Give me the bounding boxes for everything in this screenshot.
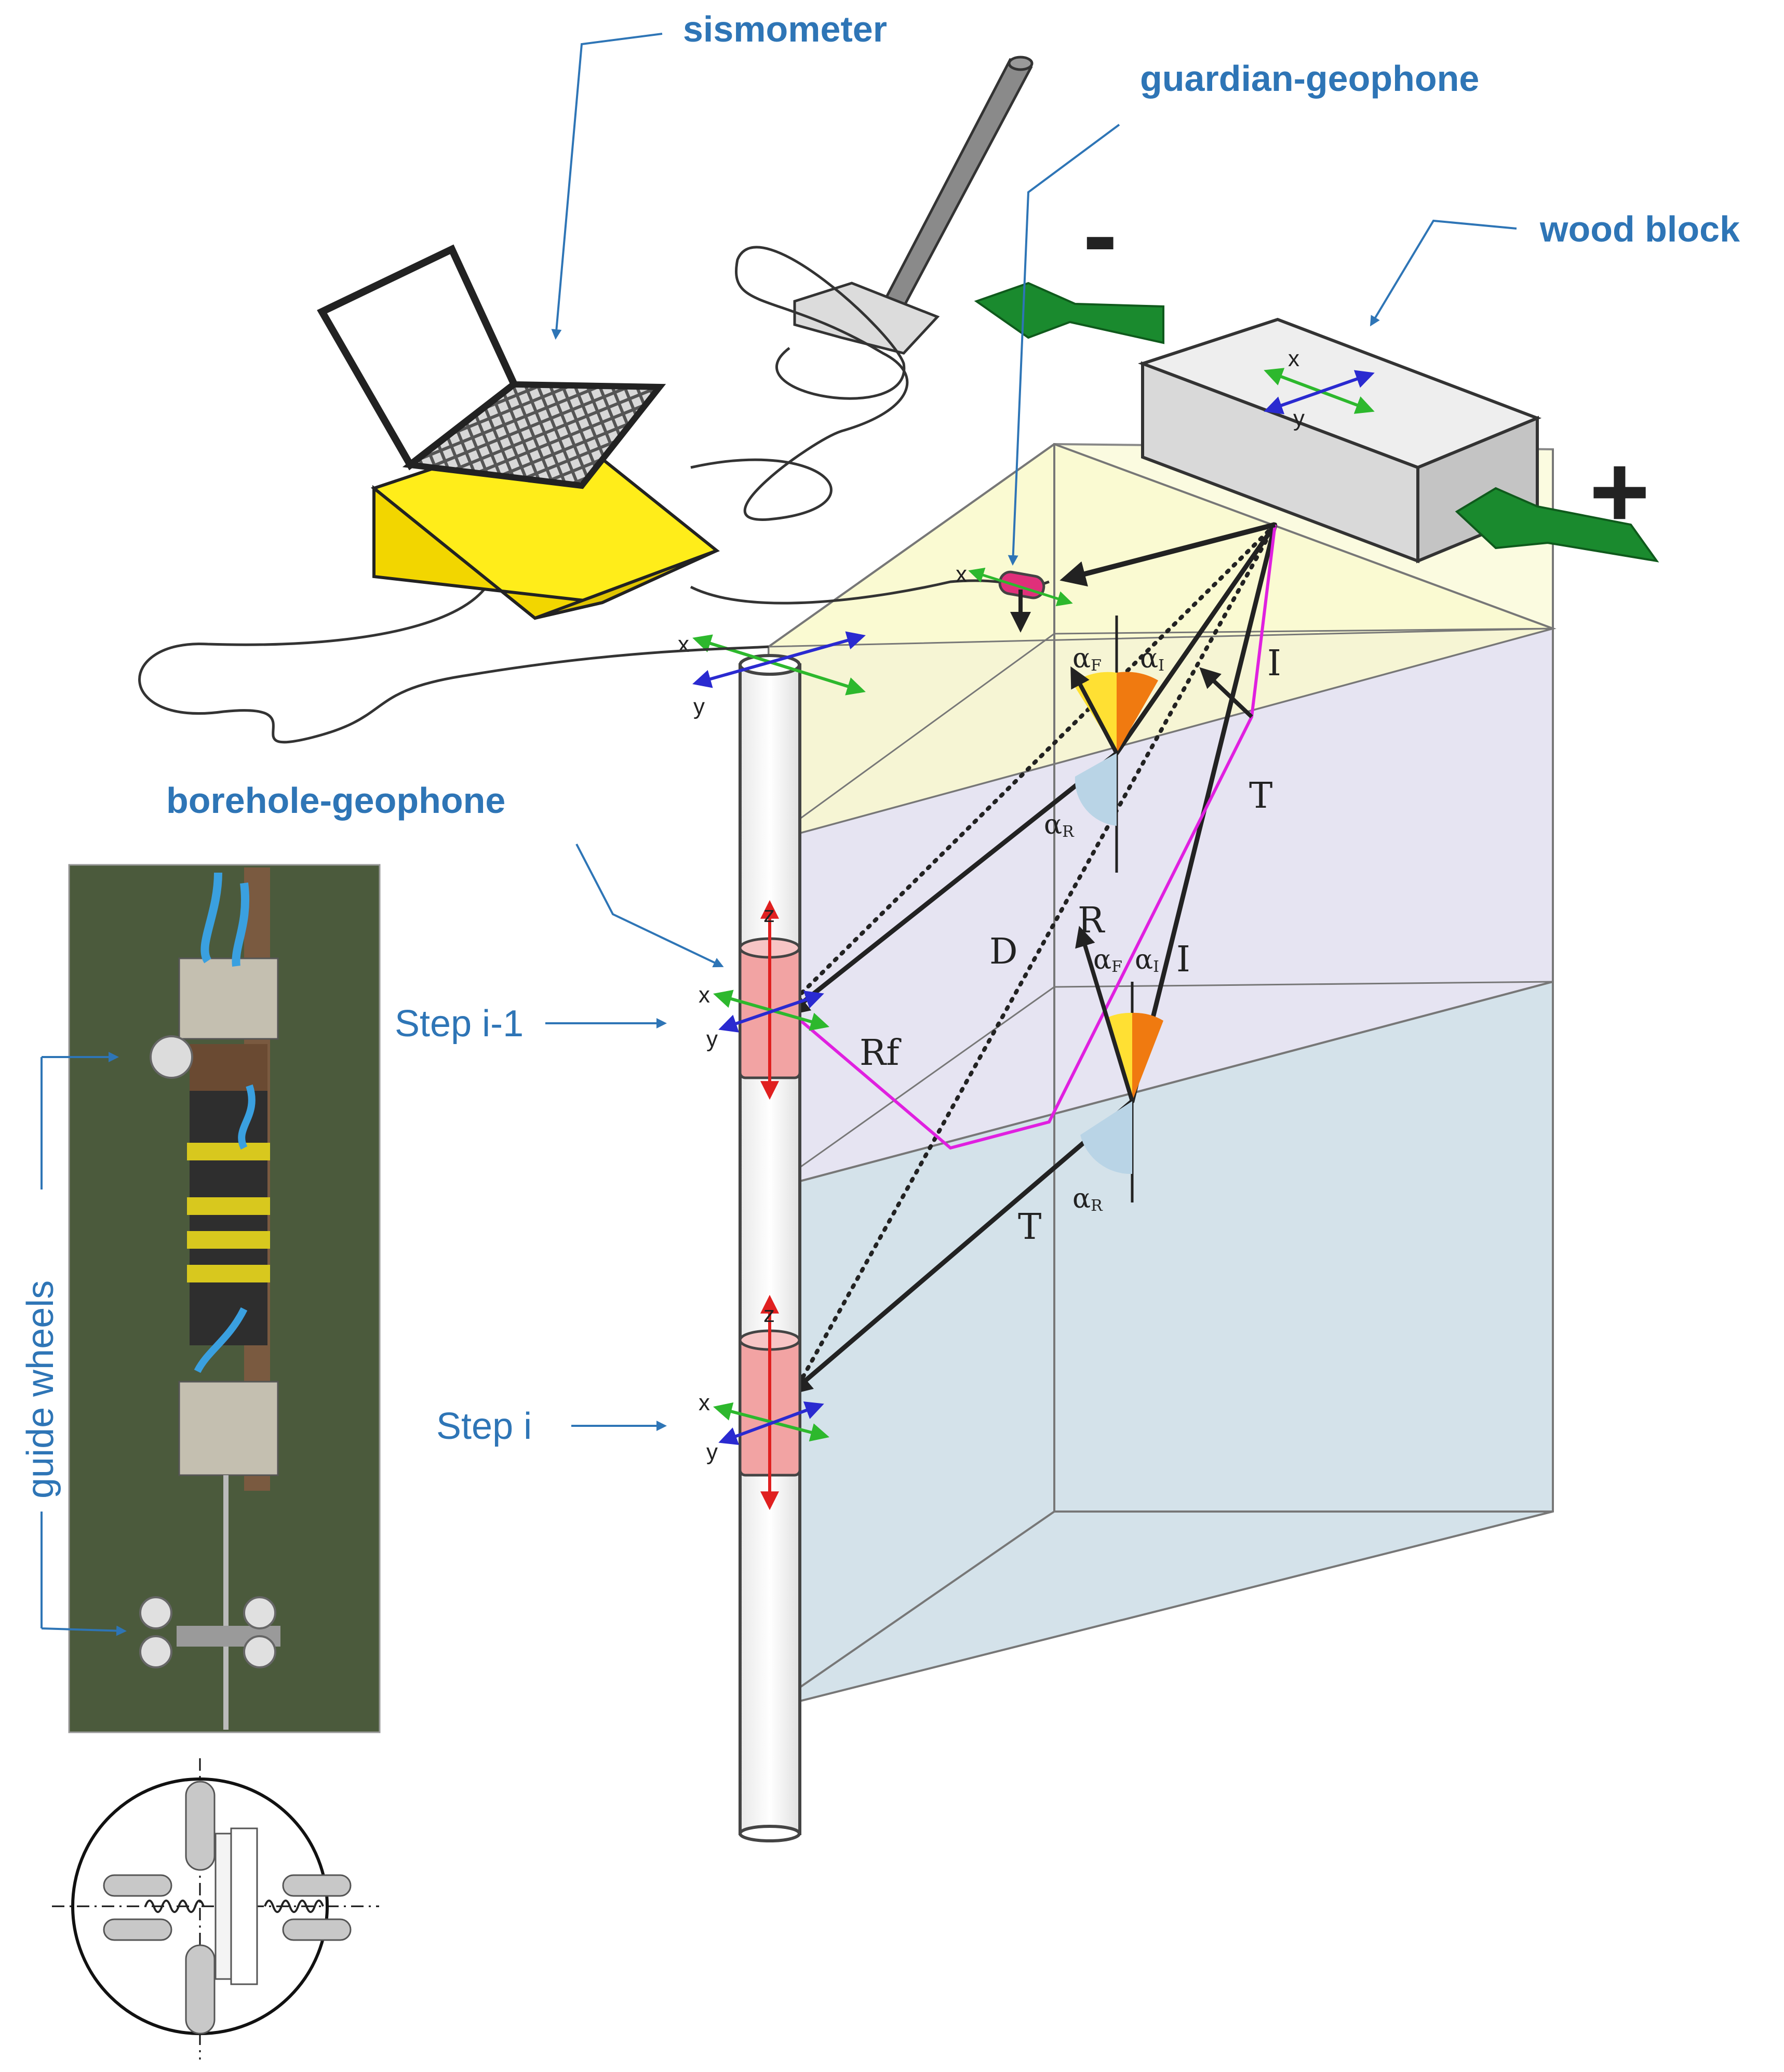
label-transmitted-lower: T	[1018, 1207, 1041, 1248]
label-direct: D	[989, 931, 1018, 972]
label-reflected: R	[1078, 900, 1105, 941]
alpha-f-lower: α	[1093, 944, 1111, 975]
geophone-step-prev: z x y	[699, 900, 829, 1100]
axis-x-block: x	[1288, 346, 1299, 371]
axis-x-curr: x	[699, 1390, 710, 1415]
axis-y-block: y	[1293, 406, 1305, 431]
alpha-i-upper: α	[1140, 643, 1158, 674]
label-leaders	[545, 33, 1517, 1431]
alpha-i-lower: α	[1135, 944, 1153, 975]
sign-minus: -	[1083, 177, 1118, 292]
ray-paths	[780, 522, 1278, 1395]
alpha-r-upper: α	[1044, 809, 1062, 840]
geophone-photo	[41, 864, 381, 1733]
axis-x-prev: x	[699, 982, 710, 1008]
axis-z-curr: z	[763, 1302, 775, 1327]
impact-arrow-plus	[1455, 487, 1659, 563]
ground-block	[768, 443, 1557, 1710]
label-transmitted-upper: T	[1249, 776, 1272, 817]
axis-y-top: y	[693, 694, 705, 719]
axis-y-prev: y	[706, 1026, 718, 1052]
svg-text:αF: αF	[1093, 944, 1122, 976]
seismometer-unit	[317, 244, 720, 620]
alpha-r-lower: α	[1072, 1183, 1091, 1214]
axis-x-top: x	[678, 632, 689, 657]
sign-plus: +	[1589, 434, 1650, 550]
label-refracted: Rf	[860, 1033, 902, 1074]
alpha-f-upper: α	[1072, 643, 1091, 674]
label-borehole-geophone: borehole-geophone	[166, 780, 505, 821]
label-step-prev: Step i-1	[395, 1003, 524, 1045]
impact-arrow-minus	[974, 282, 1164, 344]
svg-text:αI: αI	[1140, 643, 1164, 675]
label-wood-block: wood block	[1539, 209, 1740, 249]
svg-text:αI: αI	[1135, 944, 1159, 976]
ray-labels: I T R D I Rf T	[860, 643, 1281, 1248]
guardian-geophone: x	[956, 562, 1073, 633]
angle-labels: αF αI αR αF αI αR	[1044, 643, 1164, 1215]
label-incident-upper: I	[1267, 643, 1281, 684]
axis-y-curr: y	[706, 1439, 718, 1465]
label-sismometer: sismometer	[683, 9, 887, 49]
axis-x-guardian: x	[956, 562, 967, 587]
geophone-step-curr: z x y	[699, 1294, 829, 1510]
svg-text:αR: αR	[1044, 809, 1075, 841]
label-step-curr: Step i	[436, 1406, 532, 1447]
probe-cross-section	[52, 1758, 379, 2060]
svg-text:αF: αF	[1072, 643, 1102, 675]
borehole-tube	[739, 654, 801, 1842]
label-guide-wheels: guide wheels	[20, 1280, 61, 1499]
wood-block: x y	[1137, 317, 1542, 564]
label-guardian-geophone: guardian-geophone	[1140, 58, 1479, 99]
svg-text:αR: αR	[1072, 1183, 1103, 1215]
axis-z-prev: z	[763, 902, 775, 927]
label-incident-lower: I	[1176, 939, 1190, 980]
